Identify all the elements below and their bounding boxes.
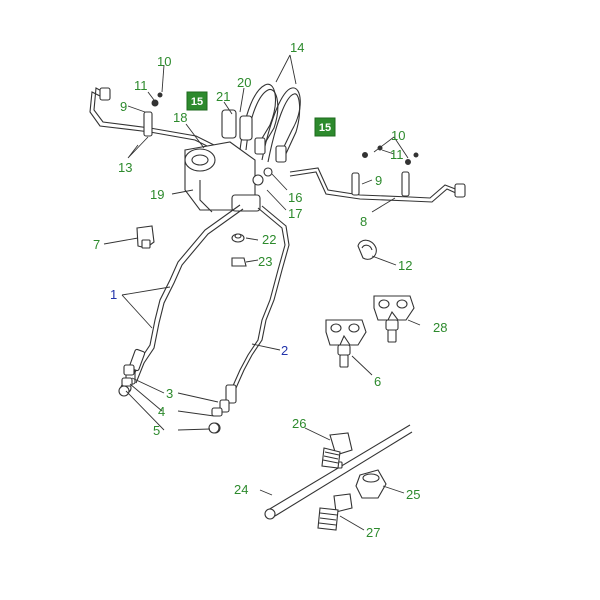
callout-21: 21 <box>216 89 230 104</box>
callout-labels: 10 11 9 13 14 20 21 18 19 16 17 10 11 9 … <box>93 40 447 540</box>
callout-6: 6 <box>374 374 381 389</box>
callout-8: 8 <box>360 214 367 229</box>
badge-15-left: 15 <box>186 91 208 111</box>
callout-9-right: 9 <box>375 173 382 188</box>
fitting-26 <box>321 432 353 469</box>
grommet-12 <box>357 239 377 260</box>
badge-15-right: 15 <box>314 117 336 137</box>
callout-9-left: 9 <box>120 99 127 114</box>
svg-text:15: 15 <box>319 122 331 134</box>
callout-1: 1 <box>110 287 117 302</box>
fitting-25 <box>355 469 387 499</box>
callout-23: 23 <box>258 254 272 269</box>
callout-25: 25 <box>406 487 420 502</box>
callout-10-right: 10 <box>391 128 405 143</box>
callout-18: 18 <box>173 110 187 125</box>
callout-24: 24 <box>234 482 248 497</box>
leader-lines <box>103 54 421 531</box>
svg-text:15: 15 <box>191 96 203 108</box>
fittings-3-4-5 <box>118 364 223 434</box>
callout-2: 2 <box>281 343 288 358</box>
callout-16: 16 <box>288 190 302 205</box>
callout-10-left: 10 <box>157 54 171 69</box>
callout-7: 7 <box>93 237 100 252</box>
right-brake-pipe <box>289 145 466 203</box>
clip-6 <box>325 319 367 368</box>
callout-12: 12 <box>398 258 412 273</box>
callout-20: 20 <box>237 75 251 90</box>
callout-5: 5 <box>153 423 160 438</box>
clip-28 <box>373 295 415 343</box>
callout-11-left: 11 <box>134 78 148 93</box>
fitting-27 <box>317 493 353 531</box>
clip-7 <box>136 225 155 249</box>
callout-22: 22 <box>262 232 276 247</box>
brake-hoses <box>239 83 301 163</box>
callout-27: 27 <box>366 525 380 540</box>
callout-3: 3 <box>166 386 173 401</box>
callout-4: 4 <box>158 404 165 419</box>
valve-body-assembly <box>184 109 273 213</box>
callout-28: 28 <box>433 320 447 335</box>
nut-22-washer-23 <box>231 233 247 267</box>
straight-pipe-24 <box>264 424 413 520</box>
callout-13: 13 <box>118 160 132 175</box>
callout-19: 19 <box>150 187 164 202</box>
callout-11-right: 11 <box>390 147 404 162</box>
callout-14: 14 <box>290 40 304 55</box>
callout-17: 17 <box>288 206 302 221</box>
left-brake-pipe <box>89 87 217 151</box>
callout-26: 26 <box>292 416 306 431</box>
pipe-2 <box>209 205 290 434</box>
